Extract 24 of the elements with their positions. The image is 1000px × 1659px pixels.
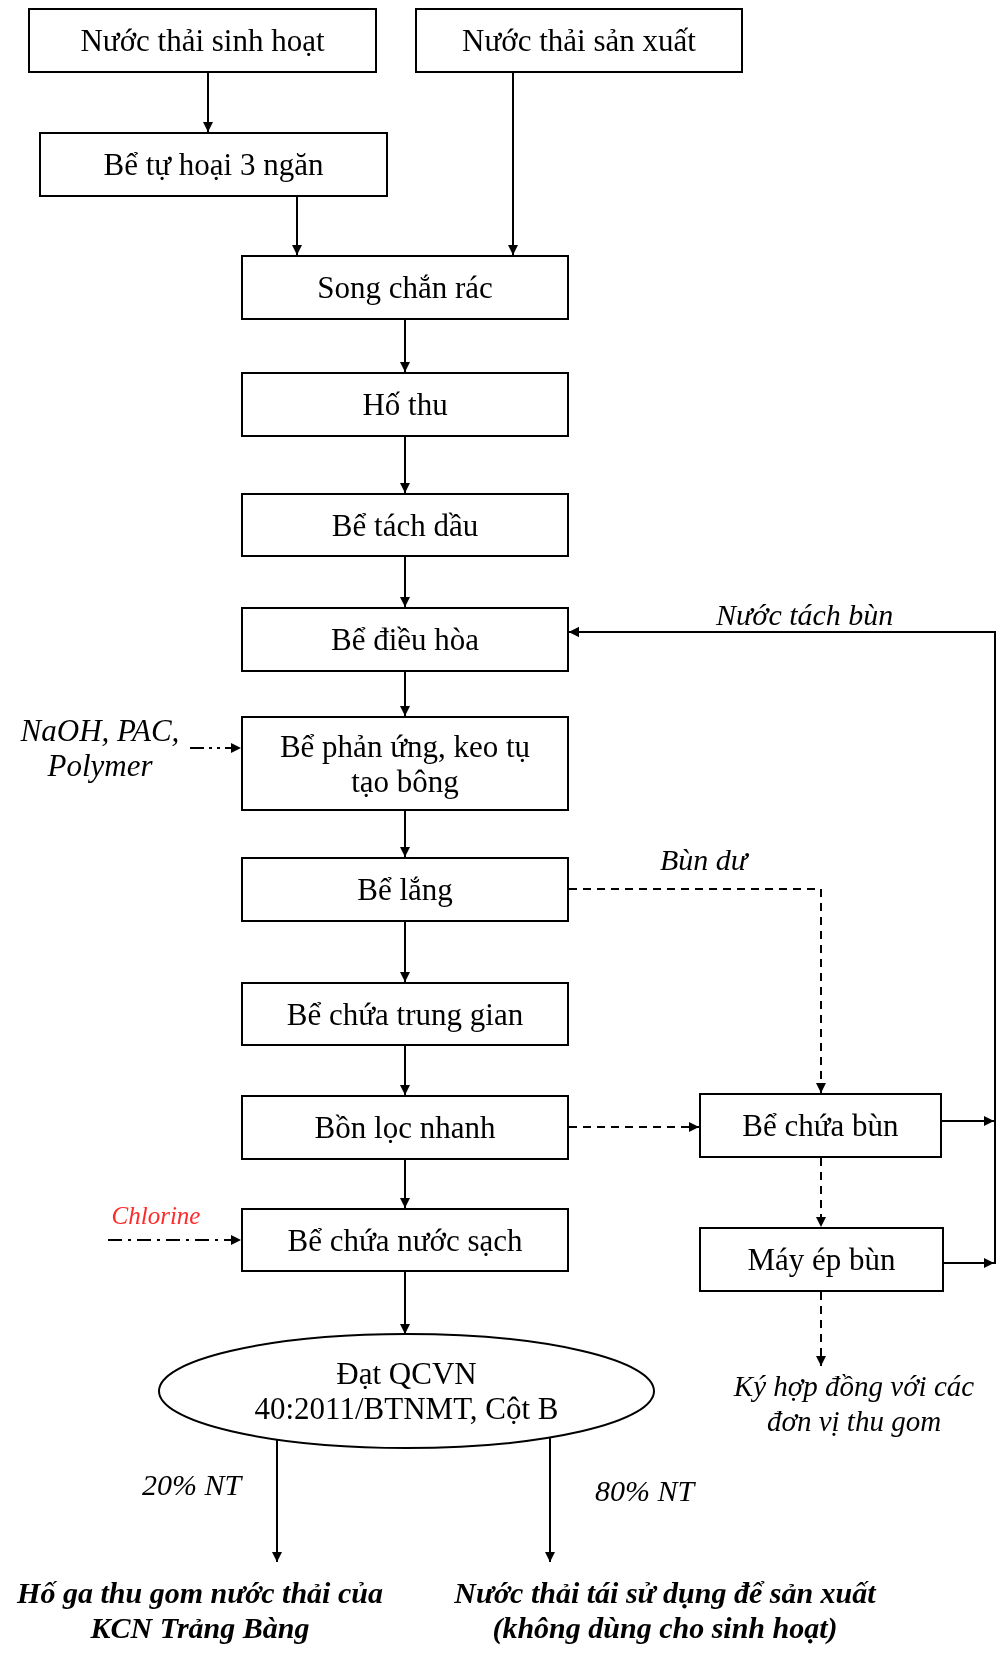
process-box: Bể tách dầu: [241, 493, 569, 557]
process-box: Song chắn rác: [241, 255, 569, 320]
result-ellipse: Đạt QCVN 40:2011/BTNMT, Cột B: [158, 1333, 655, 1449]
outcome-text: Ký hợp đồng với các đơn vị thu gom: [708, 1366, 1000, 1442]
edge-label: 80% NT: [595, 1474, 695, 1508]
chemical-label: Chlorine: [100, 1190, 212, 1240]
edge-label: 20% NT: [142, 1468, 242, 1502]
process-box: Bể chứa nước sạch: [241, 1208, 569, 1272]
process-box: Bể tự hoại 3 ngăn: [39, 132, 388, 197]
chemical-label: NaOH, PAC, Polymer: [10, 712, 190, 784]
outcome-text: Nước thải tái sử dụng để sản xuất (không dùng cho sinh hoạt): [420, 1562, 910, 1658]
process-box: Bể phản ứng, keo tụ tạo bông: [241, 716, 569, 811]
process-box: Bể điều hòa: [241, 607, 569, 672]
process-box: Bồn lọc nhanh: [241, 1095, 569, 1160]
process-box: Nước thải sản xuất: [415, 8, 743, 73]
process-box: Bể chứa trung gian: [241, 982, 569, 1046]
process-box: Nước thải sinh hoạt: [28, 8, 377, 73]
outcome-text: Hố ga thu gom nước thải của KCN Trảng Bàng: [0, 1562, 400, 1658]
edge-label: Bùn dư: [660, 843, 748, 877]
edge-label: Nước tách bùn: [716, 598, 894, 632]
process-box: Máy ép bùn: [699, 1227, 944, 1292]
process-box: Hố thu: [241, 372, 569, 437]
process-box: Bể lắng: [241, 857, 569, 922]
process-box: Bể chứa bùn: [699, 1093, 942, 1158]
